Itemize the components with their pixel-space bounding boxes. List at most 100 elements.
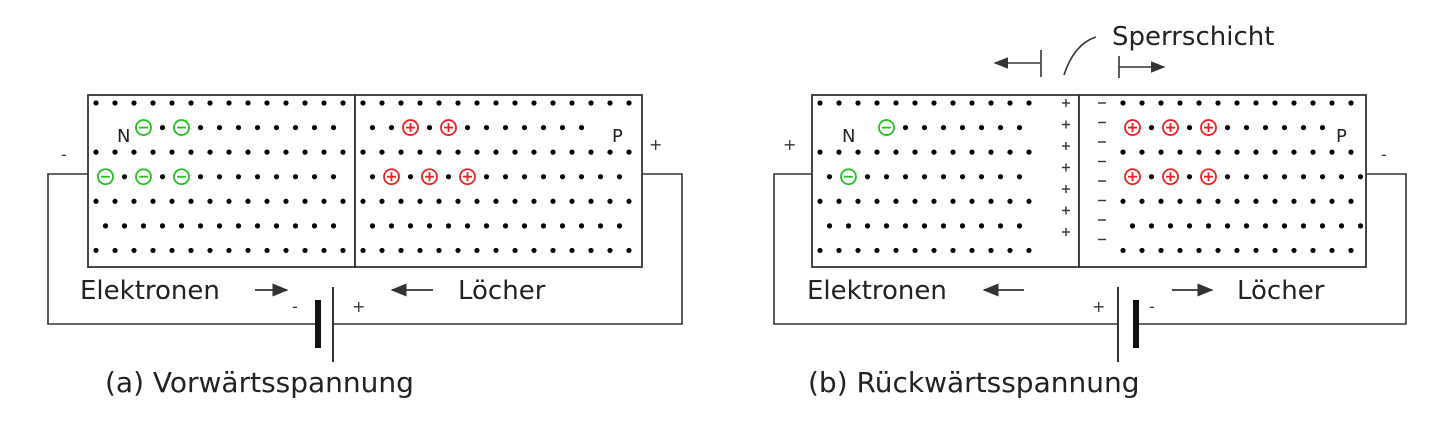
lattice-dot (369, 124, 376, 131)
lattice-dot (1196, 247, 1202, 254)
lattice-dot (1205, 223, 1212, 229)
lattice-dot (474, 247, 480, 254)
caption-b: (b) Rückwärtsspannung (808, 366, 1140, 399)
lattice-dot (302, 100, 308, 106)
lattice-dot (283, 247, 289, 254)
lattice-dot (188, 100, 194, 106)
lattice-dot (340, 198, 346, 204)
lattice-dot (483, 223, 490, 229)
lattice-dot (273, 174, 280, 180)
lattice-dot (1253, 198, 1259, 204)
lattice-dot (436, 100, 442, 106)
lattice-dot (474, 198, 480, 204)
lattice-dot (235, 124, 242, 131)
lattice-dot (121, 223, 128, 229)
fixed-positive-charge (1062, 185, 1070, 193)
lattice-dot (330, 124, 337, 131)
lattice-dot (464, 124, 471, 131)
lattice-dot (1007, 198, 1013, 204)
lattice-dot (207, 247, 213, 254)
lattice-dot (1139, 198, 1145, 204)
lattice-dot (1177, 100, 1183, 106)
lattice-dot (855, 247, 861, 254)
lattice-dot (197, 223, 204, 229)
lattice-dot (1148, 124, 1155, 131)
lattice-dot (569, 100, 575, 106)
lattice-dot (1215, 149, 1221, 155)
lattice-dot (912, 100, 918, 106)
lattice-dot (1338, 223, 1345, 229)
lattice-dot (226, 247, 232, 254)
lattice-dot (169, 247, 175, 254)
lattice-dot (588, 149, 594, 155)
lattice-dot (302, 247, 308, 254)
lattice-dot (1281, 174, 1288, 180)
lattice-dot (550, 100, 556, 106)
lattice-dot (417, 247, 423, 254)
lattice-dot (1348, 149, 1354, 155)
lattice-dot (1016, 174, 1023, 180)
lattice-dot (131, 198, 137, 204)
lattice-dot (959, 174, 966, 180)
lattice-dot (817, 198, 823, 204)
lattice-dot (855, 149, 861, 155)
lattice-dot (959, 124, 966, 131)
fixed-positive-charge (1062, 120, 1070, 129)
lattice-dot (1215, 247, 1221, 254)
crystal-lattice-a (93, 100, 632, 254)
lattice-dot (483, 124, 490, 131)
lattice-dot (188, 149, 194, 155)
lattice-dot (1329, 149, 1335, 155)
lattice-dot (950, 198, 956, 204)
lattice-dot (1291, 149, 1297, 155)
lattice-dot (531, 247, 537, 254)
electrons-label-a: Elektronen (80, 276, 220, 306)
lattice-dot (1120, 198, 1126, 204)
lattice-dot (817, 100, 823, 106)
lattice-dot (1291, 247, 1297, 254)
lattice-dot (978, 223, 985, 229)
p-region-box-a (354, 94, 643, 268)
lattice-dot (512, 198, 518, 204)
lattice-dot (921, 124, 928, 131)
lattice-dot (893, 149, 899, 155)
fixed-positive-charge (1062, 206, 1070, 215)
lattice-dot (988, 149, 994, 155)
lattice-dot (417, 198, 423, 204)
lattice-dot (264, 198, 270, 204)
lattice-dot (340, 100, 346, 106)
lattice-dot (1310, 149, 1316, 155)
lattice-dot (436, 198, 442, 204)
holes-label-a: Löcher (458, 276, 546, 306)
lattice-dot (1348, 100, 1354, 106)
lattice-dot (559, 124, 566, 131)
lattice-dot (836, 198, 842, 204)
lattice-dot (531, 198, 537, 204)
lattice-dot (988, 247, 994, 254)
lattice-dot (588, 198, 594, 204)
lattice-dot (1310, 100, 1316, 106)
lattice-dot (254, 124, 261, 131)
lattice-dot (112, 247, 118, 254)
lattice-dot (559, 223, 566, 229)
lattice-dot (311, 124, 318, 131)
lattice-dot (436, 247, 442, 254)
lattice-dot (1262, 223, 1269, 229)
lattice-dot (893, 198, 899, 204)
electron-symbol (135, 168, 152, 186)
depletion-label: Sperrschicht (1112, 22, 1274, 52)
n-region-label-b: N (842, 126, 855, 147)
lattice-dot (1215, 100, 1221, 106)
lattice-dot (417, 149, 423, 155)
lattice-dot (902, 174, 909, 180)
lattice-dot (102, 223, 109, 229)
lattice-dot (1300, 223, 1307, 229)
lattice-dot (1196, 198, 1202, 204)
lattice-dot (531, 149, 537, 155)
lattice-dot (978, 124, 985, 131)
n-region-box-a (87, 94, 356, 268)
lattice-dot (388, 124, 395, 131)
lattice-dot (188, 198, 194, 204)
lattice-dot (1253, 247, 1259, 254)
lattice-dot (1007, 149, 1013, 155)
